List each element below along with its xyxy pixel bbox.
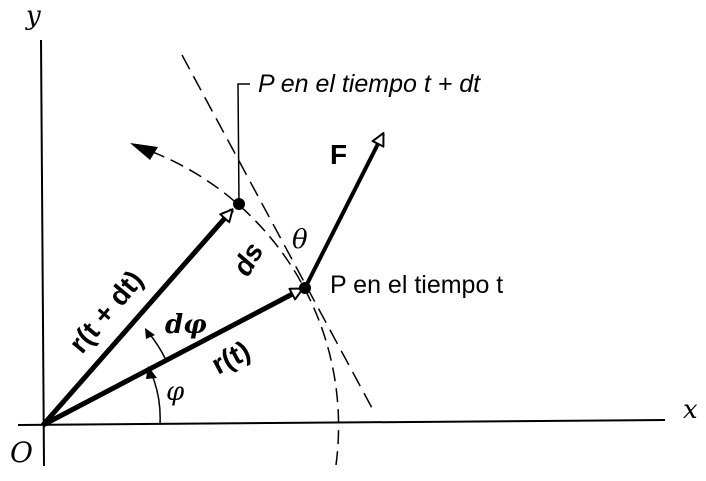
leader-line	[237, 83, 250, 205]
origin-label: O	[10, 436, 33, 469]
force-label: F	[330, 139, 347, 170]
phi-label: φ	[166, 377, 185, 407]
vector-r-t	[41, 286, 302, 428]
dashed-arc	[141, 147, 340, 466]
force-vector	[303, 134, 385, 289]
point-later-label: P en el tiempo t + dt	[258, 70, 481, 98]
vector-r-t-dt-label: r(t + dt)	[63, 264, 149, 358]
vector-r-t-label: r(t)	[206, 335, 255, 381]
phi-arrow-icon	[146, 366, 157, 379]
vector-r-t-dt	[41, 210, 232, 427]
x-axis-label: x	[683, 395, 698, 425]
point-p-now	[299, 282, 311, 294]
tangent-line	[181, 54, 373, 409]
y-axis-label: y	[25, 1, 41, 31]
dphi-label: dφ	[165, 310, 207, 340]
theta-label: θ	[292, 225, 308, 255]
ds-label: ds	[226, 237, 269, 281]
y-axis	[40, 39, 45, 467]
dphi-arrow-icon	[145, 328, 155, 339]
point-now-label: P en el tiempo t	[330, 271, 503, 299]
x-axis	[17, 419, 666, 426]
arc-direction-arrow-icon	[130, 143, 158, 160]
